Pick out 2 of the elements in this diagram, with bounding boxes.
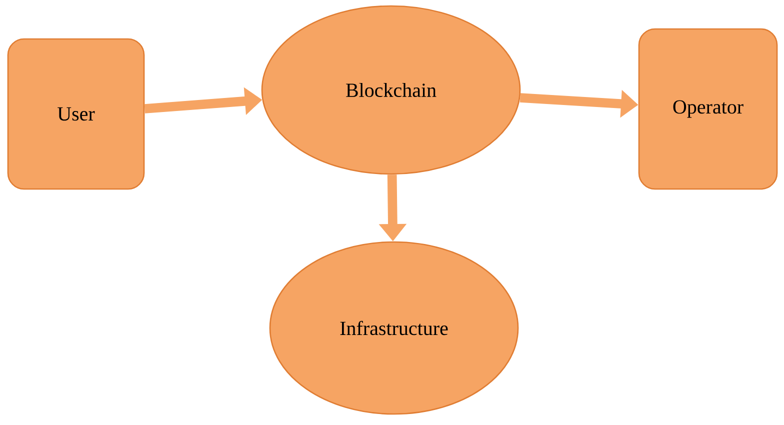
process-box: Operator <box>638 28 778 190</box>
process-box: User <box>7 38 145 190</box>
